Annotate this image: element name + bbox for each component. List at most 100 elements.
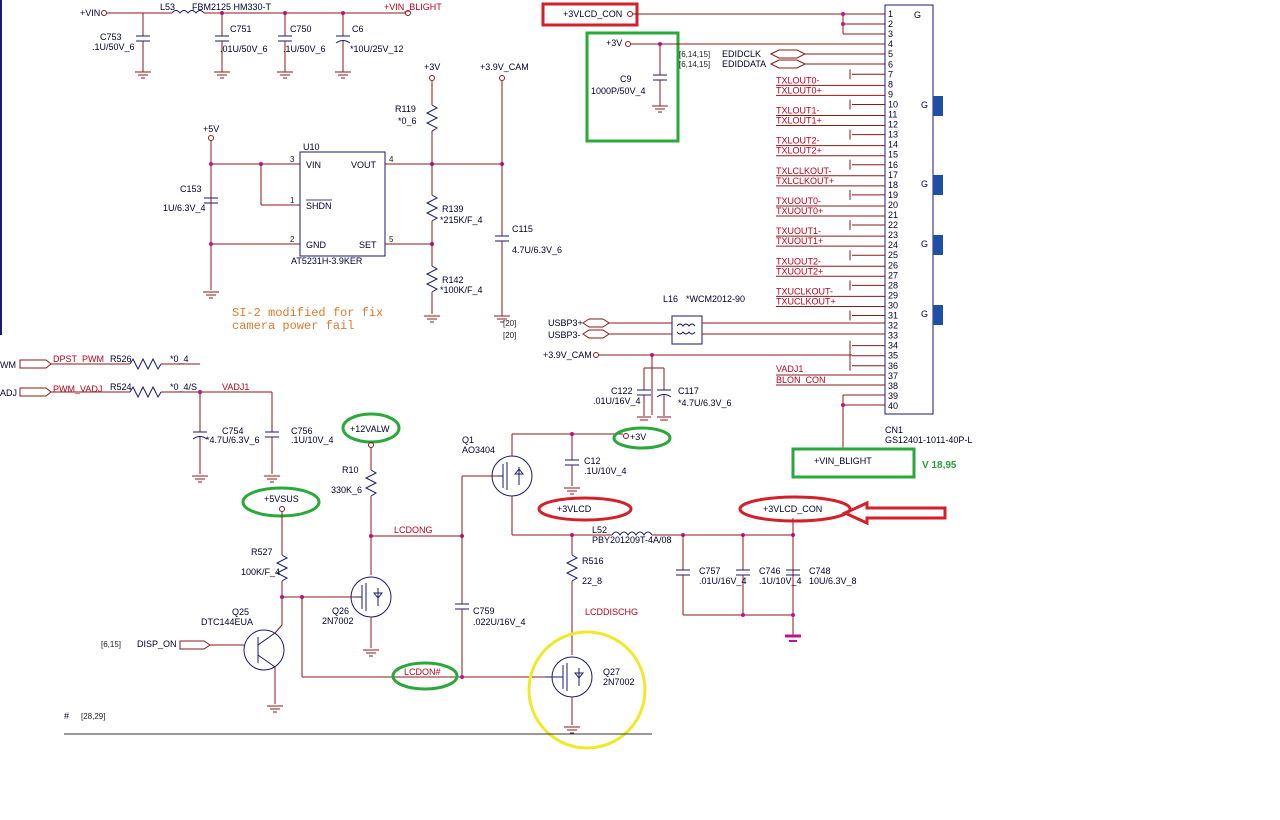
u10-part: AT5231H-3.9KER — [291, 256, 363, 266]
c12-value: .1U/10V_4 — [584, 466, 627, 476]
c748-value: 10U/6.3V_8 — [809, 576, 857, 586]
cn1-pin-31: 31 — [888, 311, 898, 321]
cn1-pin-19: 19 — [888, 190, 898, 200]
u10-regulator-section: +5V C153 1U/6.3V_4 U10 AT5231H-3.9KER VI… — [163, 62, 562, 333]
r524-value: *0_4/S — [170, 382, 197, 392]
u10-ref: U10 — [303, 142, 320, 152]
r10-value: 330K_6 — [331, 485, 362, 495]
cn1-pin-35: 35 — [888, 351, 898, 361]
cn1-pin-3: 3 — [888, 29, 893, 39]
vlcd-con-top-label: +3VLCD_CON — [563, 9, 622, 19]
usb-ref-2: [20] — [503, 331, 516, 340]
c122-ref: C122 — [611, 386, 633, 396]
edidclk-ref: [6,14,15] — [679, 50, 710, 59]
ediddata-net: EDIDDATA — [722, 59, 766, 69]
vin-blight-filter: +VIN L53 FBM2125 HM330-T +VIN_BLIGHT C75… — [80, 2, 442, 79]
v5sus-highlight — [241, 486, 321, 518]
cn1-pin-18: 18 — [888, 180, 898, 190]
svg-text:4: 4 — [389, 155, 394, 164]
cn1-pin-39: 39 — [888, 391, 898, 401]
v3-9cam-label-top: +3.9V_CAM — [480, 62, 529, 72]
r10-ref: R10 — [342, 465, 359, 475]
v3-q1-highlight — [612, 426, 672, 450]
dpst-pwm-net: DPST_PWM — [53, 354, 104, 364]
cn1-pin-30: 30 — [888, 300, 898, 310]
disp-on-net: DISP_ON — [137, 639, 177, 649]
c115-value: 4.7U/6.3V_6 — [512, 245, 562, 255]
v3vlcd-con-highlight — [738, 495, 852, 523]
c117-value: *4.7U/6.3V_6 — [678, 398, 732, 408]
cn1-pin-21: 21 — [888, 210, 898, 220]
lcd-con-header: +3VLCD_CON +3V C9 1000P/50V_4 [6,14,15] … — [541, 2, 885, 143]
c153-ref: C153 — [180, 184, 202, 194]
cn1-g-label-2: G — [921, 179, 928, 189]
cn1-signal-txlout1-: TXLOUT1- — [776, 106, 820, 116]
cn1-g-pad-1 — [933, 96, 943, 116]
cn1-pin-38: 38 — [888, 381, 898, 391]
u10-pin-shdn: SHDN — [306, 201, 332, 211]
cn1-signal-txlout2-: TXLOUT2- — [776, 136, 820, 146]
note-line2: camera power fail — [232, 319, 354, 333]
l52-value: PBY201209T-4A/08 — [592, 535, 672, 545]
sheet-footer: # [28,29] — [64, 711, 652, 735]
cn1-signal-labels: TXLOUT0-TXLOUT0+TXLOUT1-TXLOUT1+TXLOUT2-… — [776, 75, 885, 307]
q27-highlight — [527, 630, 647, 750]
cn1-pin-4: 4 — [888, 39, 893, 49]
cn1-signal-txuout0-: TXUOUT0+ — [776, 206, 823, 216]
cn1-pin-28: 28 — [888, 280, 898, 290]
c748-ref: C748 — [809, 566, 831, 576]
c122-value: .01U/16V_4 — [593, 396, 641, 406]
cn1-pin-10: 10 — [888, 99, 898, 109]
svg-text:1: 1 — [290, 196, 295, 205]
cn1-part: GS12401-1011-40P-L — [885, 435, 972, 445]
v3vlcd-label: +3VLCD — [557, 504, 592, 514]
vin-blight-top-label: +VIN_BLIGHT — [384, 2, 442, 12]
cn1-pin-22: 22 — [888, 220, 898, 230]
c754-value: *4.7U/6.3V_6 — [206, 435, 260, 445]
q27-ref: Q27 — [603, 667, 620, 677]
c757-value: .01U/16V_4 — [699, 576, 747, 586]
c751-value: .01U/50V_6 — [220, 44, 268, 54]
lcd-power-switch: +5VSUS R527 100K/F_4 Q25 DTC144EUA [6,15… — [101, 412, 947, 750]
cn1-signal-txuout2-: TXUOUT2+ — [776, 266, 823, 276]
c746-ref: C746 — [759, 566, 781, 576]
c115-ref: C115 — [512, 224, 533, 234]
svg-text:2: 2 — [290, 235, 295, 244]
pointer-arrow-icon — [841, 500, 947, 526]
footer-hash: # — [64, 711, 69, 721]
note-line1: SI-2 modified for fix — [232, 306, 383, 320]
c759-value: .022U/16V_4 — [473, 617, 526, 627]
v5-label: +5V — [203, 124, 219, 134]
v3-label-r119: +3V — [424, 62, 440, 72]
c756-value: .1U/10V_4 — [291, 435, 334, 445]
cn1-pin-25: 25 — [888, 250, 898, 260]
cn1-signal-txuout0-: TXUOUT0- — [776, 196, 821, 206]
cn1-pin-20: 20 — [888, 200, 898, 210]
q26-ref: Q26 — [332, 606, 349, 616]
cn1-pin-33: 33 — [888, 331, 898, 341]
cn1-pin-37: 37 — [888, 371, 898, 381]
pwm-vadj-section: WM ADJ DPST_PWM PWM_VADJ R526 *0_4 R524 … — [0, 354, 334, 483]
c753-value: .1U/50V_6 — [92, 42, 135, 52]
cn1-pin-36: 36 — [888, 361, 898, 371]
r526-ref: R526 — [110, 354, 132, 364]
usbp3m-left: USBP3- — [548, 330, 581, 340]
cn1-pin-34: 34 — [888, 341, 898, 351]
cn1-pin-14: 14 — [888, 140, 898, 150]
r516-value: 22_8 — [582, 576, 602, 586]
cn1-g-label-3: G — [921, 239, 928, 249]
cn1-g-pad-2 — [933, 175, 943, 195]
cn1-pin-6: 6 — [888, 59, 893, 69]
cn1-pin-1: 1 — [888, 9, 893, 19]
vin-label: +VIN — [80, 8, 100, 18]
pwm-offpage-label: WM — [0, 360, 16, 370]
disp-on-ref: [6,15] — [101, 640, 121, 649]
c757-ref: C757 — [699, 566, 721, 576]
u10-pin-vin: VIN — [306, 160, 321, 170]
u10-pin-set: SET — [359, 240, 377, 250]
c9-ref: C9 — [620, 74, 632, 84]
u10-pin-vout: VOUT — [351, 160, 377, 170]
c746-value: .1U/10V_4 — [759, 576, 802, 586]
cn1-pin-32: 32 — [888, 321, 898, 331]
